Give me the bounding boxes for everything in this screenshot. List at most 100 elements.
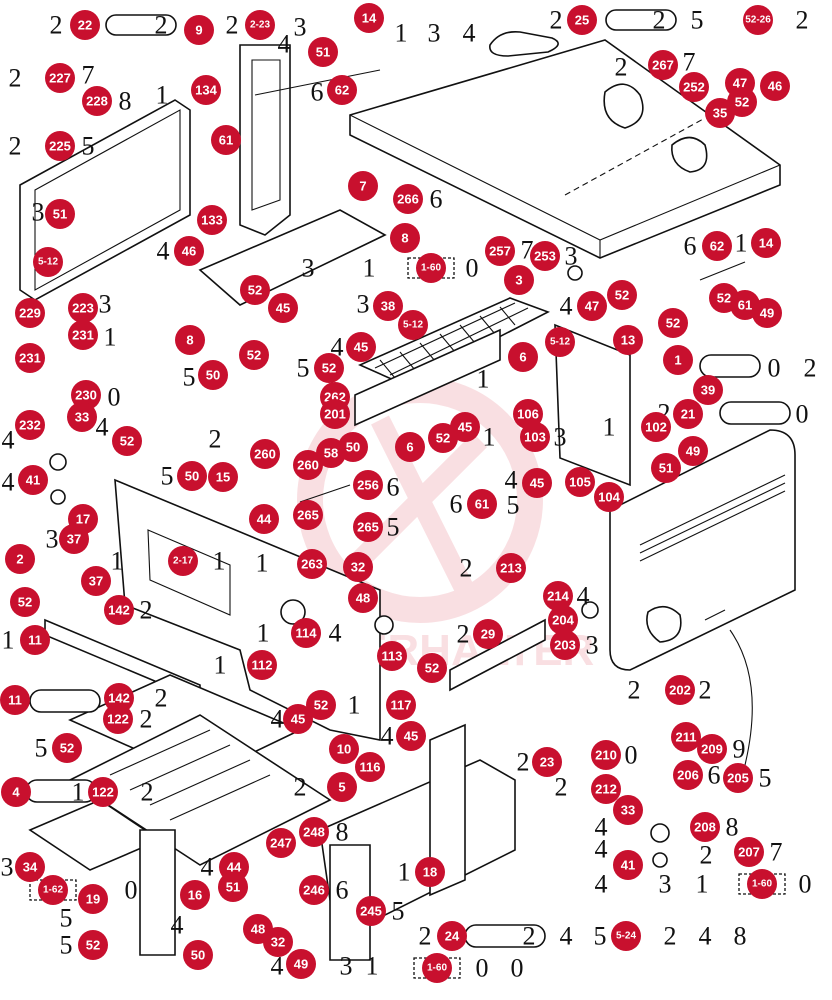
badge-circle [263, 927, 293, 957]
part-callout-badge: 52 [10, 587, 40, 617]
part-callout-badge: 202 [665, 675, 695, 705]
part-callout-badge: 58 [316, 438, 346, 468]
reference-number: 3 [659, 870, 672, 899]
part-callout-badge: 47 [577, 291, 607, 321]
badge-label: 16 [188, 888, 202, 903]
badge-label: 201 [324, 407, 346, 422]
badge-circle [15, 852, 45, 882]
part-callout-badge: 252 [679, 72, 709, 102]
reference-number: 4 [157, 237, 170, 266]
badge-circle [508, 342, 538, 372]
badge-label: 225 [49, 139, 71, 154]
badge-circle [594, 482, 624, 512]
badge-label: 52 [247, 348, 261, 363]
reference-number: 2 [700, 841, 713, 870]
reference-number: 6 [430, 185, 443, 214]
reference-number: 0 [511, 954, 524, 983]
badge-label: 260 [297, 458, 319, 473]
badge-circle [59, 524, 89, 554]
reference-number: 3 [565, 242, 578, 271]
badge-circle [591, 774, 621, 804]
part-callout-badge: 114 [291, 618, 321, 648]
part-callout-badge: 49 [752, 298, 782, 328]
reference-number: 2 [140, 705, 153, 734]
reference-number: 1 [213, 547, 226, 576]
badge-label: 6 [519, 350, 526, 365]
part-callout-badge: 225 [45, 131, 75, 161]
badge-circle [218, 872, 248, 902]
reference-number: 2 [155, 684, 168, 713]
badge-circle [197, 205, 227, 235]
reference-number: 8 [119, 87, 132, 116]
badge-label: 13 [621, 333, 635, 348]
part-callout-badge: 231 [15, 343, 45, 373]
badge-label: 52 [322, 361, 336, 376]
badge-label: 105 [569, 475, 591, 490]
badge-label: 34 [23, 860, 38, 875]
reference-number: 2 [50, 11, 63, 40]
part-callout-badge: 24 [437, 921, 467, 951]
badge-label: 231 [72, 328, 94, 343]
badge-circle [168, 546, 198, 576]
badge-label: 62 [710, 239, 724, 254]
badge-label: 61 [738, 298, 752, 313]
badge-circle [291, 618, 321, 648]
badge-label: 50 [191, 948, 205, 963]
badge-label: 1-60 [752, 879, 772, 890]
part-callout-badge: 45 [396, 721, 426, 751]
badge-label: 1-60 [427, 963, 447, 974]
reference-number: 1 [483, 423, 496, 452]
part-callout-badge: 1-60 [747, 869, 777, 899]
badge-circle [671, 722, 701, 752]
reference-number: 5 [297, 354, 310, 383]
part-callout-badge: 6 [395, 432, 425, 462]
part-callout-badge: 9 [184, 15, 214, 45]
badge-circle [648, 50, 678, 80]
reference-number: 0 [125, 876, 138, 905]
badge-label: 103 [524, 430, 546, 445]
badge-circle [293, 450, 323, 480]
part-callout-badge: 248 [299, 817, 329, 847]
badge-circle [663, 345, 693, 375]
reference-number: 7 [683, 48, 696, 77]
reference-number: 5 [392, 897, 405, 926]
badge-label: 32 [271, 935, 285, 950]
reference-number: 1 [477, 365, 490, 394]
part-callout-badge: 37 [59, 524, 89, 554]
reference-number: 1 [256, 549, 269, 578]
part-callout-badge: 122 [103, 704, 133, 734]
badge-label: 58 [324, 446, 338, 461]
badge-circle [678, 436, 708, 466]
badge-circle [240, 275, 270, 305]
badge-label: 52-26 [745, 15, 771, 26]
part-callout-badge: 15 [208, 462, 238, 492]
reference-number: 2 [517, 748, 530, 777]
part-callout-badge: 32 [263, 927, 293, 957]
badge-circle [308, 37, 338, 67]
reference-number: 4 [2, 426, 15, 455]
perforated-panel [554, 323, 631, 487]
badge-label: 52 [666, 316, 680, 331]
reference-number: 2 [653, 6, 666, 35]
badge-circle [239, 340, 269, 370]
badge-circle [327, 772, 357, 802]
part-callout-badge: 33 [67, 402, 97, 432]
part-callout-badge: 52 [52, 733, 82, 763]
part-callout-badge: 206 [673, 760, 703, 790]
badge-circle [373, 291, 403, 321]
part-callout-badge: 207 [734, 837, 764, 867]
reference-number: 1 [2, 626, 15, 655]
badge-circle [286, 949, 316, 979]
badge-circle [356, 896, 386, 926]
badge-label: 46 [182, 244, 196, 259]
badge-circle [577, 291, 607, 321]
badge-label: 52 [425, 661, 439, 676]
badge-label: 52 [120, 434, 134, 449]
badge-label: 37 [67, 532, 81, 547]
part-callout-badge: 201 [320, 399, 350, 429]
badge-label: 38 [381, 299, 395, 314]
reference-number: 3 [586, 631, 599, 660]
reference-number: 6 [684, 232, 697, 261]
